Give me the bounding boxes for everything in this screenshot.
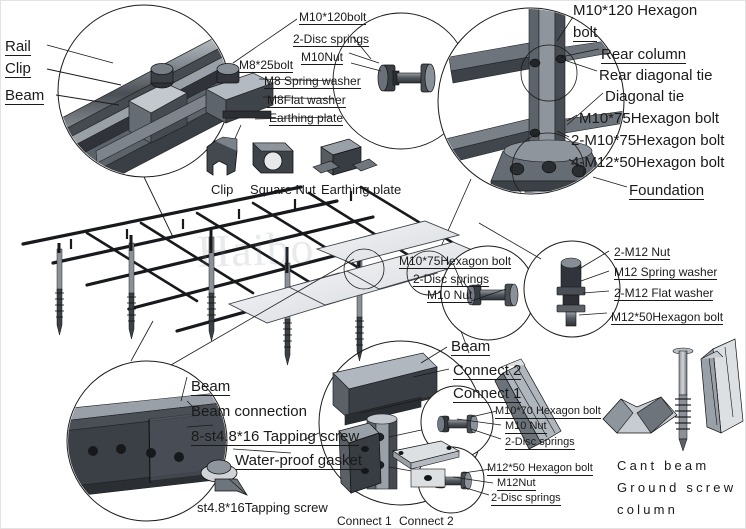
callout-rear-column: Rear column xyxy=(601,46,687,64)
callout-m10-nut-2: M10 Nut xyxy=(427,288,473,303)
callout-2-m12-nut: 2-M12 Nut xyxy=(614,245,671,260)
callout-m10-nut-3: M10 Nut xyxy=(505,420,547,434)
callout-connect-2-part: Connect 2 xyxy=(399,514,454,528)
callout-connect-2: Connect 2 xyxy=(453,362,522,380)
callout-m10x120bolt: M10*120bolt xyxy=(299,10,367,25)
m12x50-bolt-detail-circle-2 xyxy=(417,446,494,514)
connect-2-part-shape xyxy=(392,440,460,488)
callout-m10nut: M10Nut xyxy=(301,50,344,65)
callout-m8x25bolt: M8*25bolt xyxy=(239,58,294,73)
small-parts-row xyxy=(206,136,378,176)
callout-st48x16-tapping-screw: st4.8*16Tapping screw xyxy=(197,500,328,515)
callout-square-nut-part: Square Nut xyxy=(250,182,316,197)
m10x75-bolt-detail-circle xyxy=(440,245,536,341)
column-foundation-detail-circle xyxy=(437,7,628,252)
foundation-wedge-part xyxy=(602,396,678,434)
callout-2-disc-springs-2: 2-Disc springs xyxy=(413,272,490,287)
callout-water-proof-gasket: Water-proof gasket xyxy=(235,452,362,470)
solar-array-structure xyxy=(21,185,491,366)
callout-earthing-plate-part: Earthing plate xyxy=(321,182,402,197)
tapping-screw-part xyxy=(200,448,292,496)
callout-column: column xyxy=(617,502,679,517)
callout-clip-part: Clip xyxy=(211,182,234,197)
column-part xyxy=(700,338,744,434)
callout-diagonal-tie: Diagonal tie xyxy=(605,88,685,105)
callout-m10x120-hexagon-bolt: M10*120 Hexagon xyxy=(573,2,698,19)
callout-cant-beam: Cant beam xyxy=(617,458,710,473)
m10x120-bolt-part xyxy=(332,12,470,150)
callout-rail: Rail xyxy=(5,38,31,56)
callout-2disc-springs: 2-Disc springs xyxy=(293,32,370,47)
callout-2-disc-springs-3: 2-Disc springs xyxy=(505,436,575,450)
callout-bolt-wrap: bolt xyxy=(573,24,598,42)
callout-2-m10x75-hexagon-bolt: 2-M10*75Hexagon bolt xyxy=(571,132,725,149)
connect-1-part-shape xyxy=(338,422,382,494)
callout-rear-diagonal-tie: Rear diagonal tie xyxy=(599,67,713,84)
callout-m8-spring-washer: M8 Spring washer xyxy=(264,74,361,89)
callout-beam-3: Beam xyxy=(451,338,491,356)
callout-beam-2: Beam xyxy=(191,378,231,396)
callout-m10x70-hexagon-bolt: M10*70 Hexagon bolt xyxy=(495,405,601,419)
callout-m12nut: M12Nut xyxy=(497,477,536,491)
callout-clip: Clip xyxy=(5,60,31,78)
callout-ground-screw: Ground screw xyxy=(617,480,737,495)
callout-foundation: Foundation xyxy=(629,182,705,200)
cant-beam-part xyxy=(494,358,562,450)
callout-2-m12-flat-washer: 2-M12 Flat washer xyxy=(614,286,714,301)
callout-m12x50-hexagon-bolt-2: M12*50 Hexagon bolt xyxy=(487,462,593,476)
rail-clip-beam-detail-circle xyxy=(46,4,231,238)
callout-beam: Beam xyxy=(5,87,45,105)
callout-m8-flat-washer: M8Flat washer xyxy=(267,93,346,108)
callout-m12-spring-washer: M12 Spring washer xyxy=(614,265,718,280)
callout-earthing-plate-callout: Earthing plate xyxy=(269,111,344,126)
m12x50-bolt-detail-circle xyxy=(478,222,621,338)
m10x70-bolt-detail-circle xyxy=(420,385,502,459)
callout-4-m12x50-hexagon-bolt: 4-M12*50Hexagon bolt xyxy=(571,154,725,171)
callout-connect-1: Connect 1 xyxy=(453,385,522,403)
callout-beam-connection: Beam connection xyxy=(191,403,307,420)
callout-2-disc-springs-4: 2-Disc springs xyxy=(491,492,561,506)
ground-screw-part xyxy=(672,347,694,452)
callout-m12x50-hexagon-bolt: M12*50Hexagon bolt xyxy=(611,310,724,325)
callout-m10x75-hexagon-bolt: M10*75Hexagon bolt xyxy=(579,110,720,127)
callout-8-st48x16-tapping: 8-st4.8*16 Tapping screw xyxy=(191,428,360,446)
callout-m10x75-hexagon-bolt-2: M10*75Hexagon bolt xyxy=(399,254,512,269)
clip-earthing-assembly xyxy=(205,18,336,144)
callout-connect-1-part: Connect 1 xyxy=(337,514,392,528)
